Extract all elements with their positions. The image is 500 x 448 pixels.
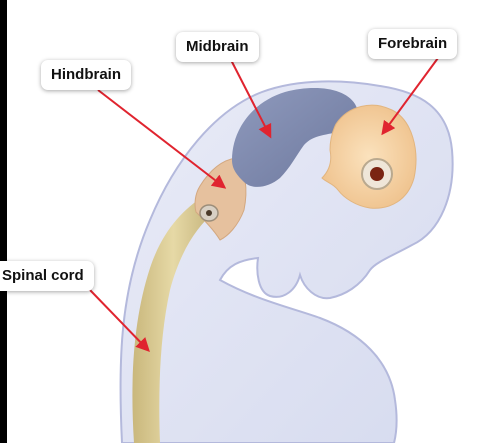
spinal-cord-label: Spinal cord	[0, 261, 94, 291]
midbrain-label: Midbrain	[176, 32, 259, 62]
eye-pupil	[370, 167, 384, 181]
forebrain-label: Forebrain	[368, 29, 457, 59]
left-border	[0, 0, 7, 443]
hindbrain-label: Hindbrain	[41, 60, 131, 90]
hindbrain-dot	[206, 210, 212, 216]
